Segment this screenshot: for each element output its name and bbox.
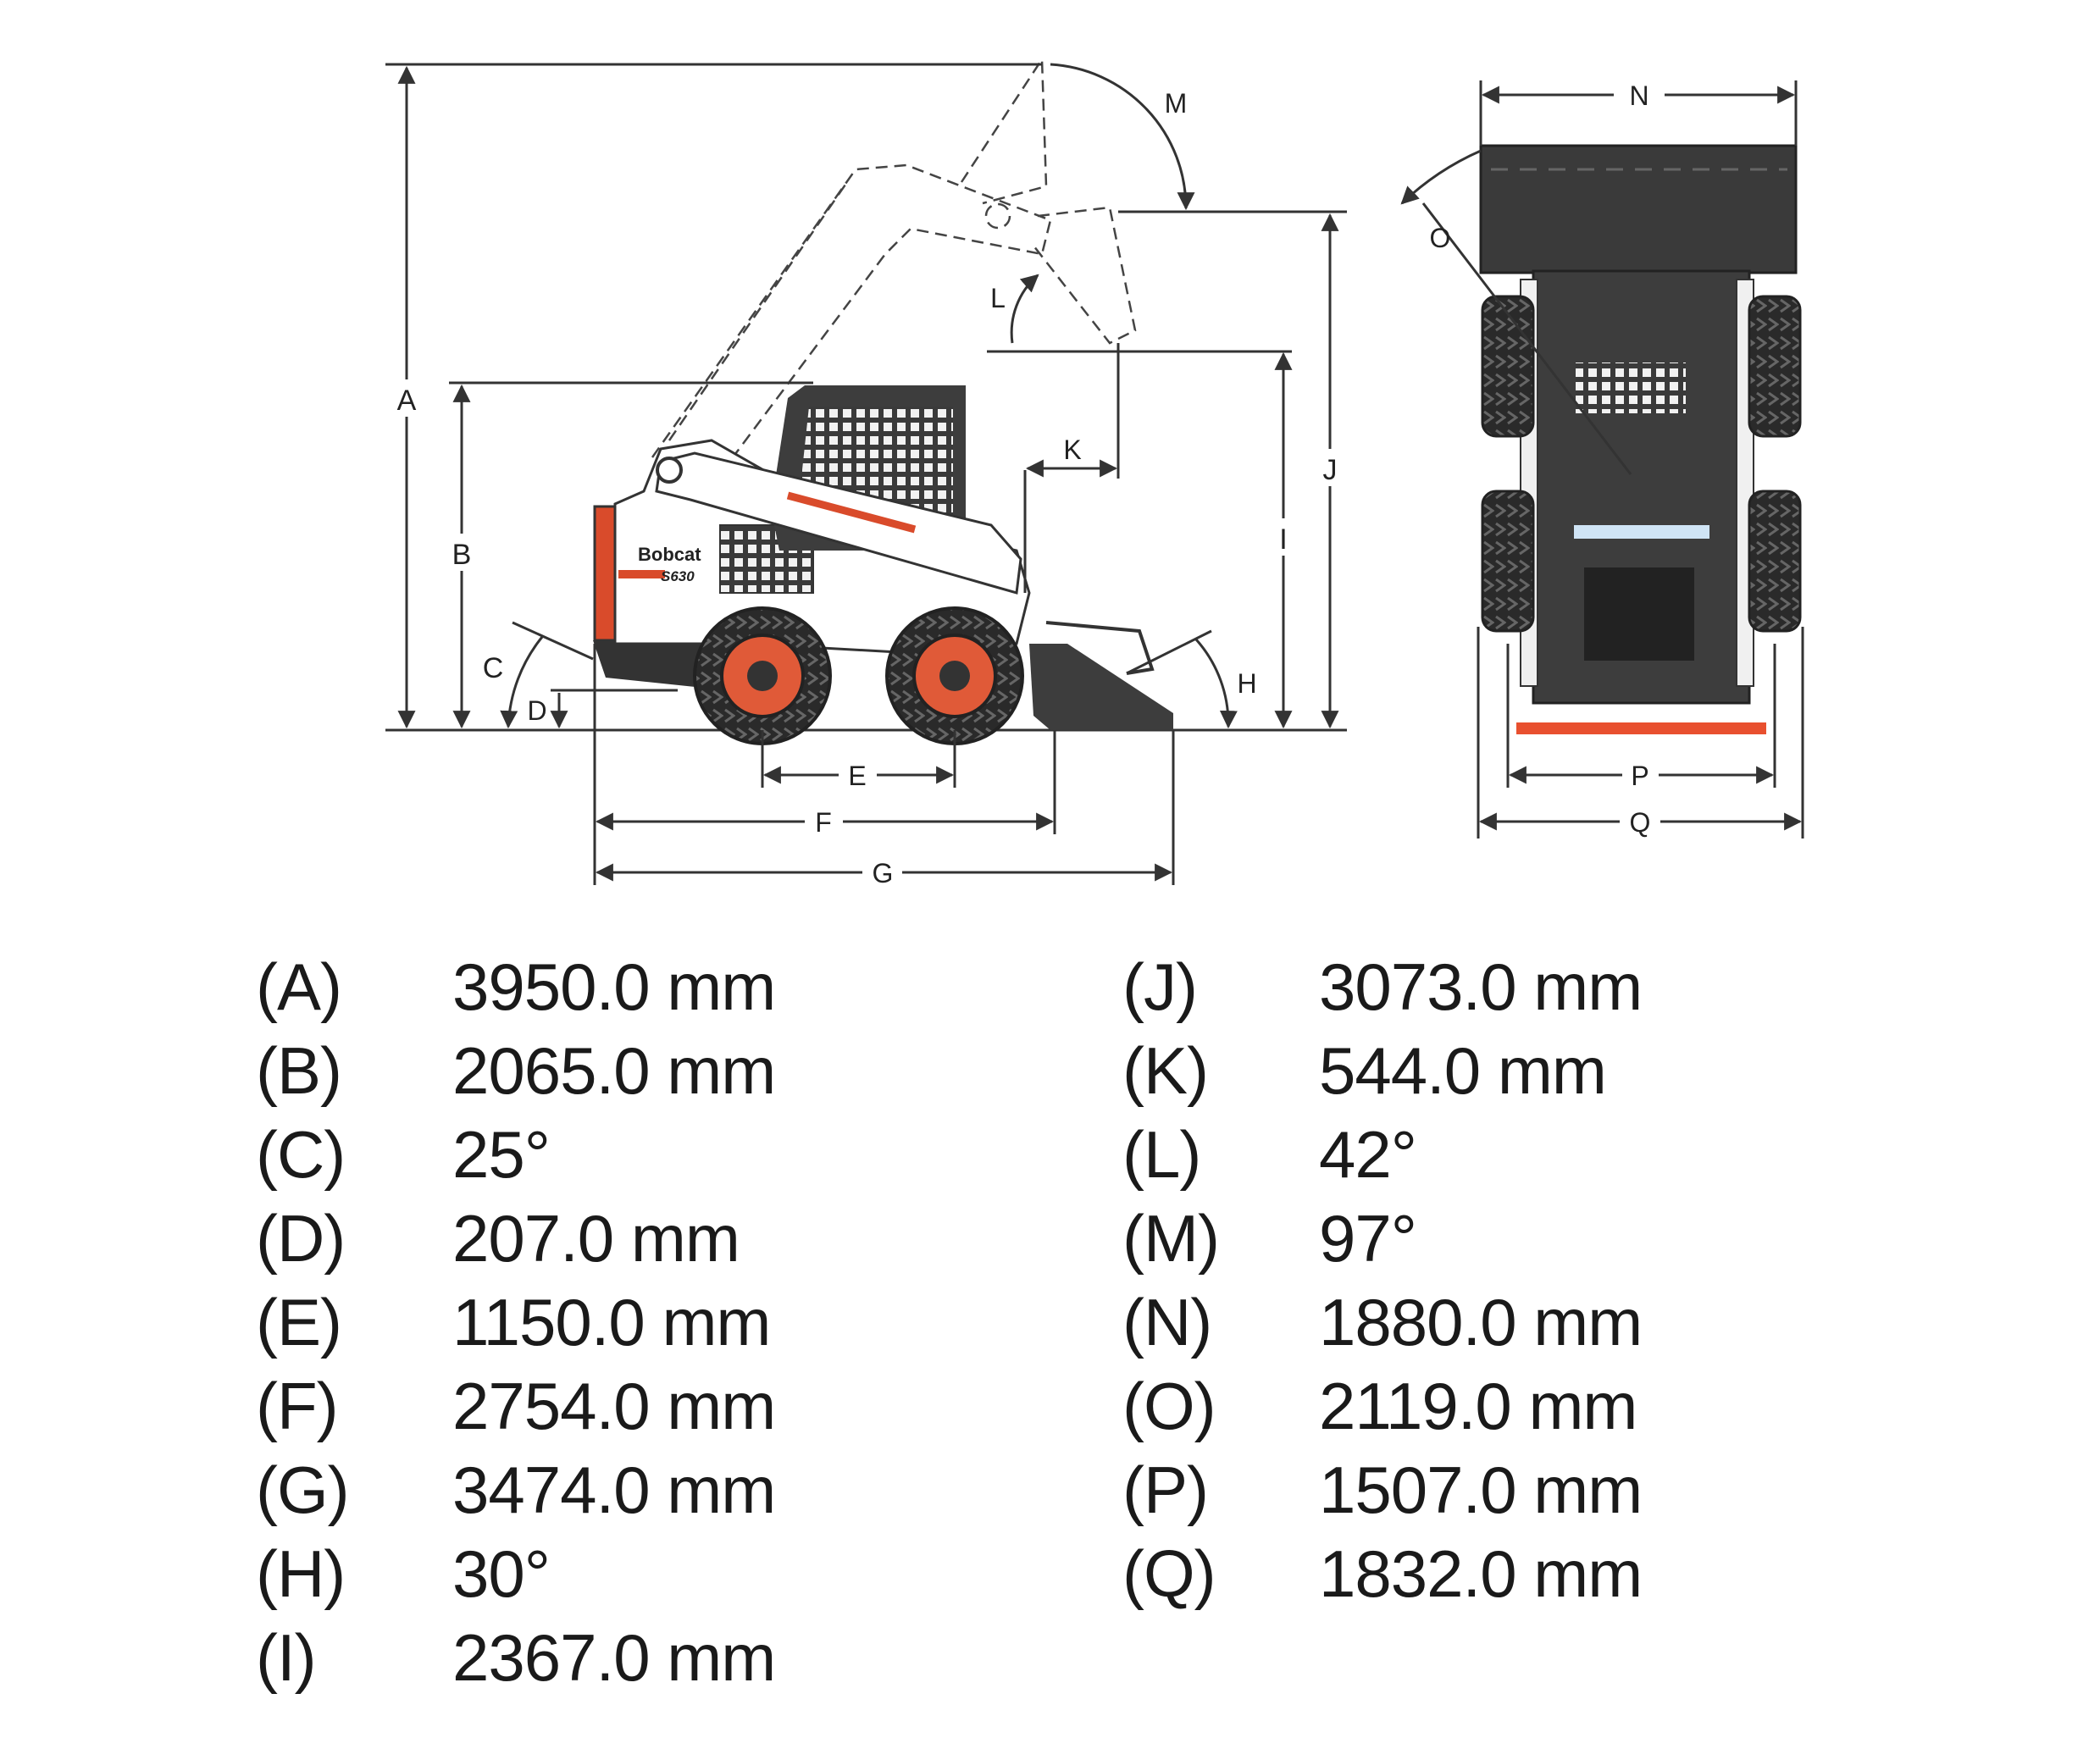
spec-letter: (A) (256, 949, 342, 1024)
spec-row: (L) 42° (1122, 1116, 1885, 1193)
spec-letter: (H) (256, 1536, 346, 1611)
front-wheel (885, 606, 1024, 745)
label-a: A (397, 385, 417, 417)
spec-letter: (D) (256, 1201, 346, 1276)
spec-table: (A) 3950.0 mm (B) 2065.0 mm (C) 25° (D) … (0, 949, 2100, 1711)
raised-arm-outline (651, 56, 1137, 475)
spec-row: (H) 30° (256, 1536, 1018, 1612)
spec-row: (E) 1150.0 mm (256, 1284, 1018, 1360)
spec-row: (G) 3474.0 mm (256, 1452, 1018, 1528)
spec-letter: (Q) (1122, 1536, 1216, 1611)
spec-row: (O) 2119.0 mm (1122, 1368, 1885, 1444)
spec-value: 25° (452, 1117, 551, 1192)
label-b: B (452, 539, 472, 571)
label-j: J (1323, 454, 1338, 486)
spec-value: 544.0 mm (1319, 1033, 1607, 1108)
spec-row: (B) 2065.0 mm (256, 1032, 1018, 1109)
spec-row: (I) 2367.0 mm (256, 1619, 1018, 1696)
spec-letter: (K) (1122, 1033, 1209, 1108)
spec-row: (J) 3073.0 mm (1122, 949, 1885, 1025)
spec-letter: (M) (1122, 1201, 1220, 1276)
wheel-front-right (1748, 295, 1802, 438)
spec-letter: (B) (256, 1033, 342, 1108)
label-f: F (815, 807, 832, 838)
wheel-rear-right (1748, 490, 1802, 633)
spec-value: 2119.0 mm (1319, 1369, 1637, 1443)
side-view: Bobcat S630 (385, 56, 1347, 745)
spec-letter: (F) (256, 1369, 339, 1443)
side-dimensions: A B C D E F G H (385, 63, 1347, 888)
label-l: L (990, 283, 1006, 313)
label-c: C (483, 652, 504, 684)
spec-value: 1150.0 mm (452, 1285, 771, 1359)
label-g: G (873, 858, 894, 888)
body-model: S630 (661, 568, 695, 584)
spec-row: (N) 1880.0 mm (1122, 1284, 1885, 1360)
spec-value: 30° (452, 1536, 551, 1611)
spec-row: (Q) 1832.0 mm (1122, 1536, 1885, 1612)
dimension-diagram: Bobcat S630 A B C (385, 56, 1804, 888)
spec-letter: (P) (1122, 1453, 1209, 1527)
spec-letter: (I) (256, 1620, 317, 1695)
spec-value: 97° (1319, 1201, 1417, 1276)
bucket-lowered (1029, 644, 1173, 730)
label-o: O (1430, 223, 1451, 253)
spec-row: (A) 3950.0 mm (256, 949, 1018, 1025)
label-d: D (527, 695, 546, 726)
body-logo: Bobcat (638, 544, 701, 565)
spec-value: 3474.0 mm (452, 1453, 776, 1527)
spec-value: 207.0 mm (452, 1201, 740, 1276)
spec-row: (M) 97° (1122, 1200, 1885, 1276)
spec-row: (F) 2754.0 mm (256, 1368, 1018, 1444)
lift-arm (655, 451, 1022, 595)
label-i: I (1279, 523, 1287, 556)
spec-value: 1507.0 mm (1319, 1453, 1643, 1527)
spec-letter: (O) (1122, 1369, 1216, 1443)
spec-row: (D) 207.0 mm (256, 1200, 1018, 1276)
bucket-top (1479, 144, 1798, 274)
label-h: H (1237, 668, 1256, 699)
rear-wheel (693, 606, 832, 745)
spec-letter: (N) (1122, 1285, 1212, 1359)
label-e: E (848, 761, 866, 791)
wheel-front-left (1481, 295, 1535, 438)
label-q: Q (1630, 807, 1651, 838)
spec-letter: (L) (1122, 1117, 1201, 1192)
spec-letter: (E) (256, 1285, 342, 1359)
spec-letter: (C) (256, 1117, 346, 1192)
spec-letter: (G) (256, 1453, 350, 1527)
spec-letter: (J) (1122, 949, 1198, 1024)
spec-value: 2754.0 mm (452, 1369, 776, 1443)
label-k: K (1063, 434, 1081, 465)
spec-value: 2065.0 mm (452, 1033, 776, 1108)
spec-value: 3073.0 mm (1319, 949, 1643, 1024)
spec-value: 42° (1319, 1117, 1417, 1192)
spec-value: 2367.0 mm (452, 1620, 776, 1695)
spec-value: 3950.0 mm (452, 949, 776, 1024)
front-dimensions: N O P Q (1400, 80, 1804, 839)
spec-row: (P) 1507.0 mm (1122, 1452, 1885, 1528)
label-n: N (1629, 80, 1648, 111)
front-view (1479, 144, 1802, 734)
wheel-rear-left (1481, 490, 1535, 633)
arm-stripe (786, 491, 917, 534)
label-m: M (1165, 88, 1188, 119)
rear-counterweight (593, 505, 617, 642)
label-p: P (1631, 761, 1648, 791)
spec-value: 1880.0 mm (1319, 1285, 1643, 1359)
spec-row: (C) 25° (256, 1116, 1018, 1193)
spec-value: 1832.0 mm (1319, 1536, 1643, 1611)
spec-row: (K) 544.0 mm (1122, 1032, 1885, 1109)
